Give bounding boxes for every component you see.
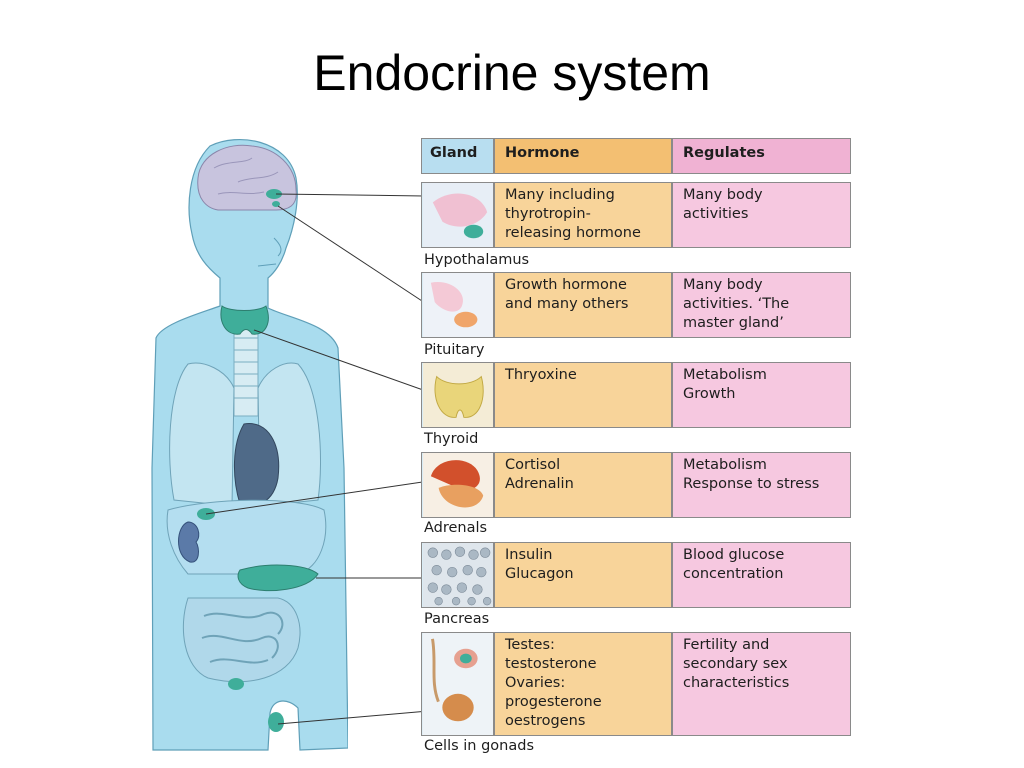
regulates-line: Fertility and — [683, 637, 770, 653]
table-row: Growth hormone and many others Many body… — [421, 272, 851, 338]
header-regulates: Regulates — [672, 138, 851, 174]
hormone-line: releasing hormone — [505, 225, 641, 241]
regulates-line: Metabolism — [683, 457, 767, 473]
regulates-line: concentration — [683, 566, 784, 582]
hormone-line: progesterone — [505, 694, 602, 710]
hormone-line: Insulin — [505, 547, 553, 563]
regulates-line: Blood glucose — [683, 547, 785, 563]
hormone-line: Cortisol — [505, 457, 561, 473]
regulates-line: activities. ‘The — [683, 296, 790, 312]
hormone-line: Testes: — [505, 637, 555, 653]
hormone-line: Growth hormone — [505, 277, 627, 293]
table-row: Cortisol Adrenalin Metabolism Response t… — [421, 452, 851, 518]
hormone-line: testosterone — [505, 656, 597, 672]
gland-label-adrenals: Adrenals — [424, 520, 488, 536]
regulates-line: activities — [683, 206, 749, 222]
table-row: Testes: testosterone Ovaries: progestero… — [421, 632, 851, 736]
adrenals-thumbnail — [421, 452, 494, 518]
gland-label-gonads: Cells in gonads — [424, 738, 535, 754]
hormone-line: Thryoxine — [505, 367, 577, 383]
hormone-line: Glucagon — [505, 566, 574, 582]
regulates-line: Response to stress — [683, 476, 820, 492]
page-title: Endocrine system — [313, 45, 711, 101]
human-body-illustration — [151, 139, 348, 751]
gland-label-pancreas: Pancreas — [424, 611, 490, 627]
hormone-line: Many including — [505, 187, 615, 203]
gland-label-pituitary: Pituitary — [424, 342, 485, 358]
regulates-line: Growth — [683, 386, 736, 402]
thyroid-thumbnail — [421, 362, 494, 428]
regulates-line: Metabolism — [683, 367, 767, 383]
regulates-line: master gland’ — [683, 315, 784, 331]
table-header-row: Gland Hormone Regulates — [421, 138, 851, 174]
hormone-line: Ovaries: — [505, 675, 566, 691]
header-hormone: Hormone — [494, 138, 672, 174]
table-row: Insulin Glucagon Blood glucose concentra… — [421, 542, 851, 608]
regulates-line: characteristics — [683, 675, 790, 691]
table-row: Many including thyrotropin- releasing ho… — [421, 182, 851, 248]
pituitary-thumbnail — [421, 272, 494, 338]
gonads-thumbnail — [421, 632, 494, 736]
regulates-line: Many body — [683, 187, 763, 203]
gland-label-thyroid: Thyroid — [424, 431, 479, 447]
hormone-line: thyrotropin- — [505, 206, 591, 222]
regulates-line: Many body — [683, 277, 763, 293]
pancreas-thumbnail — [421, 542, 494, 608]
table-row: Thryoxine Metabolism Growth — [421, 362, 851, 428]
hormone-line: oestrogens — [505, 713, 586, 729]
hormone-line: and many others — [505, 296, 629, 312]
header-gland: Gland — [421, 138, 494, 174]
hormone-line: Adrenalin — [505, 476, 574, 492]
gland-label-hypothalamus: Hypothalamus — [424, 252, 530, 268]
hypothalamus-thumbnail — [421, 182, 494, 248]
regulates-line: secondary sex — [683, 656, 788, 672]
